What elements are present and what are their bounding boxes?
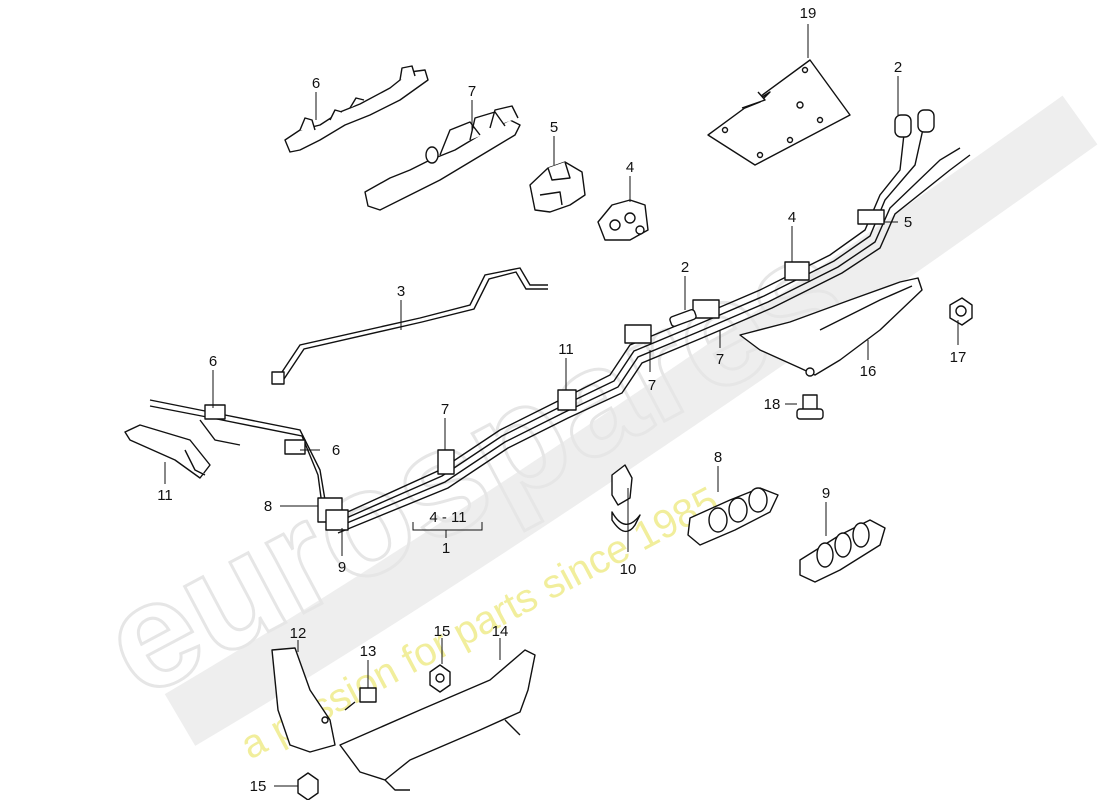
callout-18: 18: [764, 396, 781, 413]
callout-4-bundle: 4: [788, 209, 796, 226]
callout-13: 13: [360, 643, 377, 660]
callout-17: 17: [950, 349, 967, 366]
clip-10: [611, 464, 641, 533]
callout-19: 19: [800, 5, 817, 22]
callout-6-top: 6: [312, 75, 320, 92]
callout-7-top: 7: [468, 83, 476, 100]
callout-16: 16: [860, 363, 877, 380]
bracket-9-right: [799, 519, 886, 583]
nut-15-upper: [429, 664, 451, 693]
callout-4-11: 4 - 11: [429, 509, 466, 526]
callout-8-right: 8: [714, 449, 722, 466]
leader-lines: [164, 24, 959, 787]
callout-10: 10: [620, 561, 637, 578]
callout-11-left: 11: [157, 487, 173, 504]
callout-3: 3: [397, 283, 405, 300]
callout-4-top: 4: [626, 159, 634, 176]
clip-7-top: [364, 105, 521, 211]
nut-17: [949, 297, 973, 326]
callout-7-right: 7: [716, 351, 724, 368]
bolt-13: [344, 687, 377, 711]
callout-1: 1: [442, 540, 450, 557]
cover-14: [339, 649, 536, 791]
cover-16: [739, 277, 923, 377]
callout-5-bundle: 5: [904, 214, 912, 231]
bracket-12: [271, 647, 336, 753]
callout-9-right: 9: [822, 485, 830, 502]
callout-12: 12: [290, 625, 307, 642]
nut-15-lower: [297, 772, 319, 800]
callout-8-left: 8: [264, 498, 272, 515]
callout-labels: 19 2 6 7 5 4 4 5 2 3 17 16 11 6 7 7 7 18…: [157, 5, 966, 795]
callout-5-top: 5: [550, 119, 558, 136]
bolt-18: [796, 394, 824, 420]
callout-2-top: 2: [894, 59, 902, 76]
callout-15-upper: 15: [434, 623, 451, 640]
clip-strip-6: [284, 65, 429, 153]
main-pipe-bundle: [149, 109, 971, 534]
callout-9-left: 9: [338, 559, 346, 576]
callout-6-left: 6: [209, 353, 217, 370]
clamp-5-top: [529, 161, 586, 213]
grommet-4-top: [597, 199, 649, 241]
callout-7-mid: 7: [648, 377, 656, 394]
cover-11-left: [124, 424, 211, 479]
callout-15-lower: 15: [250, 778, 267, 795]
callout-2-filter: 2: [681, 259, 689, 276]
watermark: eurospares a passion for parts since 198…: [75, 95, 1098, 768]
callout-6-mid: 6: [332, 442, 340, 459]
bent-pipe-3: [271, 267, 548, 385]
callout-14: 14: [492, 623, 509, 640]
heat-shield-plate: [707, 59, 851, 166]
bracket-8-right: [687, 487, 779, 546]
callout-11-bundle: 11: [558, 341, 574, 358]
callout-7-lower: 7: [441, 401, 449, 418]
